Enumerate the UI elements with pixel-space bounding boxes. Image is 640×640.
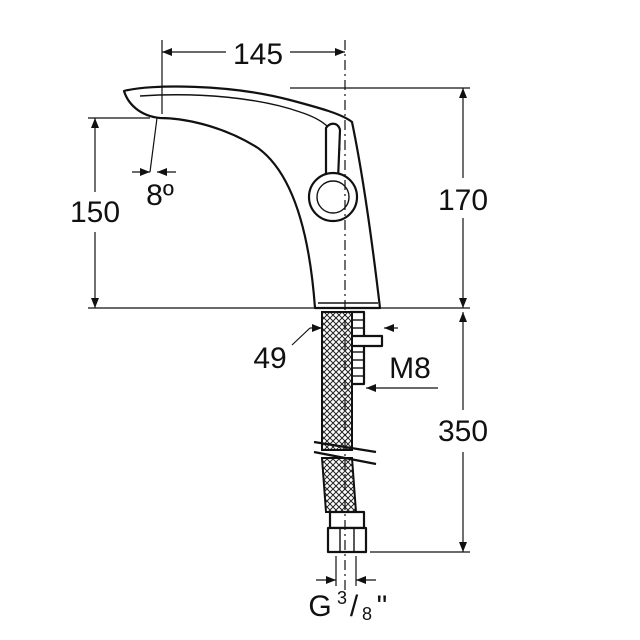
faucet-silhouette (122, 85, 382, 310)
dimension-spout-height: 150 (70, 117, 315, 309)
label-connection-suffix: " (377, 590, 388, 623)
braided-hose-lower (320, 457, 358, 513)
label-connection-num: 3 (337, 588, 347, 608)
handle-ring-inner (316, 180, 350, 214)
hose-ferrule (328, 510, 366, 530)
label-spout-height: 150 (70, 196, 120, 229)
handle-ring-outer (307, 171, 359, 223)
dimension-spout-reach: 145 (161, 38, 345, 114)
label-connection-den: 8 (362, 604, 372, 624)
dimension-tap-height: 170 (290, 87, 488, 309)
dimension-hose-length: 350 (370, 312, 488, 553)
label-connection-sep: / (350, 590, 359, 623)
dimension-thread-size: M8 (366, 352, 438, 392)
mounting-assembly (313, 310, 384, 554)
label-tap-height: 170 (438, 184, 488, 217)
label-hose-length: 350 (438, 415, 488, 448)
braided-hose-upper (321, 311, 353, 451)
label-base-diameter: 49 (253, 342, 286, 375)
label-spout-reach: 145 (233, 38, 283, 71)
label-spout-angle: 8º (146, 179, 174, 212)
dimension-spout-angle: 8º (132, 117, 176, 212)
label-connection-prefix: G (308, 590, 331, 623)
dimension-connection: G 3 / 8 " (308, 556, 387, 624)
handle-lever (324, 122, 342, 182)
dimension-base-diameter: 49 (253, 324, 398, 375)
label-thread-size: M8 (389, 352, 431, 385)
break-mark-lower (313, 450, 377, 466)
hose-nut (326, 526, 368, 554)
